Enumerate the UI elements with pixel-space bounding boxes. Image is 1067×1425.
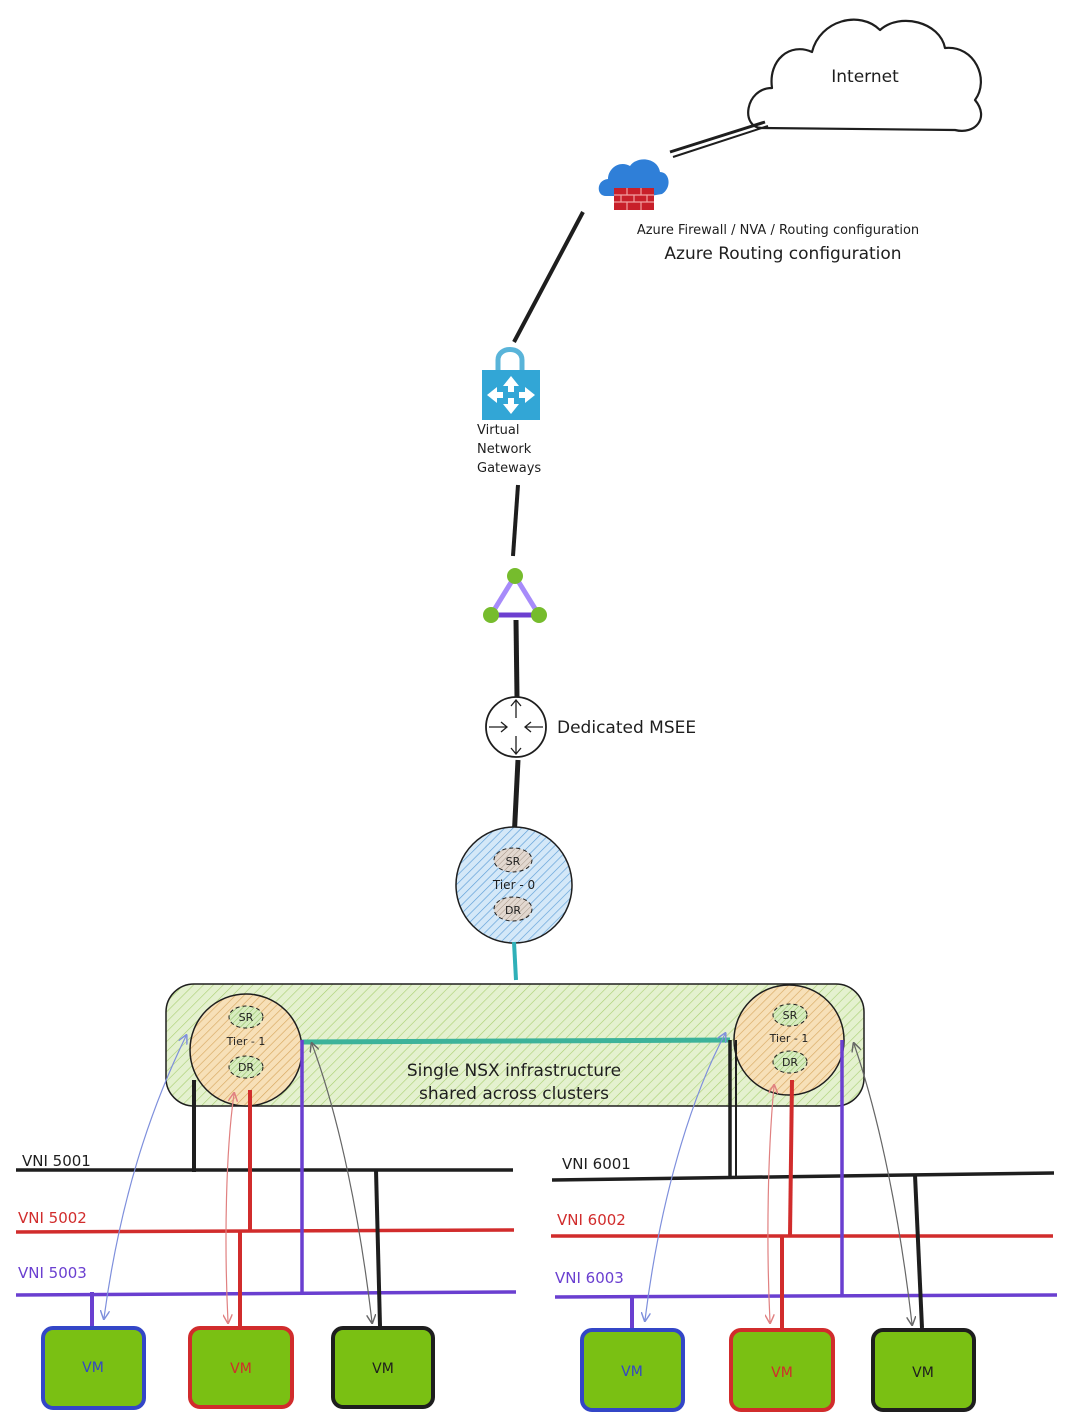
gateway-label: Virtual Network Gateways [477, 423, 541, 476]
left-vm-links [90, 1169, 382, 1327]
left-tier1-sr-label: SR [239, 1011, 254, 1024]
right-tier1-sr-label: SR [783, 1009, 798, 1022]
left-vm-black-label: VM [372, 1361, 394, 1377]
tier0-nsx-link [512, 941, 518, 981]
virtual-network-gateway-icon [482, 347, 540, 420]
gateway-label-line-1: Virtual [477, 423, 519, 438]
vni-6003-label: VNI 6003 [555, 1269, 624, 1287]
firewall-label: Azure Firewall / NVA / Routing configura… [637, 223, 919, 238]
right-vm-black [871, 1328, 976, 1412]
left-flow-arrows [104, 1036, 372, 1322]
left-vm-blue [41, 1326, 146, 1410]
expressroute-msee-link [513, 619, 520, 698]
left-vm-red [188, 1326, 294, 1409]
right-segments [551, 1171, 1058, 1299]
right-tier1-gateway [733, 984, 845, 1096]
internet-cloud [747, 18, 983, 132]
left-vm-black [331, 1326, 435, 1409]
nsx-label-line-1: Single NSX infrastructure [407, 1061, 621, 1081]
tier1-interconnect [301, 1037, 731, 1045]
internet-label: Internet [831, 67, 899, 87]
vni-6002-label: VNI 6002 [557, 1211, 626, 1229]
right-tier1-name-label: Tier - 1 [769, 1032, 809, 1045]
right-vm-blue [580, 1328, 685, 1412]
left-segments [15, 1168, 517, 1297]
right-flow-arrows [645, 1034, 912, 1324]
msee-router-icon [485, 696, 547, 758]
tier0-name-label: Tier - 0 [492, 878, 535, 892]
right-tier1-downlinks [728, 1040, 844, 1296]
right-vm-links [630, 1174, 924, 1329]
nsx-label-line-2: shared across clusters [419, 1084, 609, 1104]
tier0-dr-label: DR [505, 904, 521, 917]
left-tier1-downlinks [192, 1040, 304, 1294]
firewall-gateway-link [512, 211, 585, 343]
vni-6001-label: VNI 6001 [562, 1155, 631, 1173]
gateway-expressroute-link [511, 484, 520, 557]
expressroute-circuit-icon [483, 568, 547, 623]
internet-link [669, 120, 769, 158]
left-vm-blue-label: VM [82, 1360, 104, 1376]
left-tier1-name-label: Tier - 1 [226, 1035, 266, 1048]
right-vm-blue-label: VM [621, 1364, 643, 1380]
vni-5002-label: VNI 5002 [18, 1209, 87, 1227]
left-vm-red-label: VM [230, 1361, 252, 1377]
azure-firewall-icon [598, 159, 669, 210]
gateway-label-line-3: Gateways [477, 461, 541, 476]
vni-5003-label: VNI 5003 [18, 1264, 87, 1282]
vni-5001-label: VNI 5001 [22, 1152, 91, 1170]
tier0-gateway [455, 826, 573, 944]
left-tier1-dr-label: DR [238, 1061, 254, 1074]
msee-label: Dedicated MSEE [557, 718, 696, 738]
right-tier1-dr-label: DR [782, 1056, 798, 1069]
right-vm-red-label: VM [771, 1365, 793, 1381]
azure-routing-label: Azure Routing configuration [664, 244, 901, 264]
right-vm-red [729, 1328, 835, 1412]
right-vm-black-label: VM [912, 1365, 934, 1381]
gateway-label-line-2: Network [477, 442, 532, 457]
tier0-sr-label: SR [506, 855, 521, 868]
